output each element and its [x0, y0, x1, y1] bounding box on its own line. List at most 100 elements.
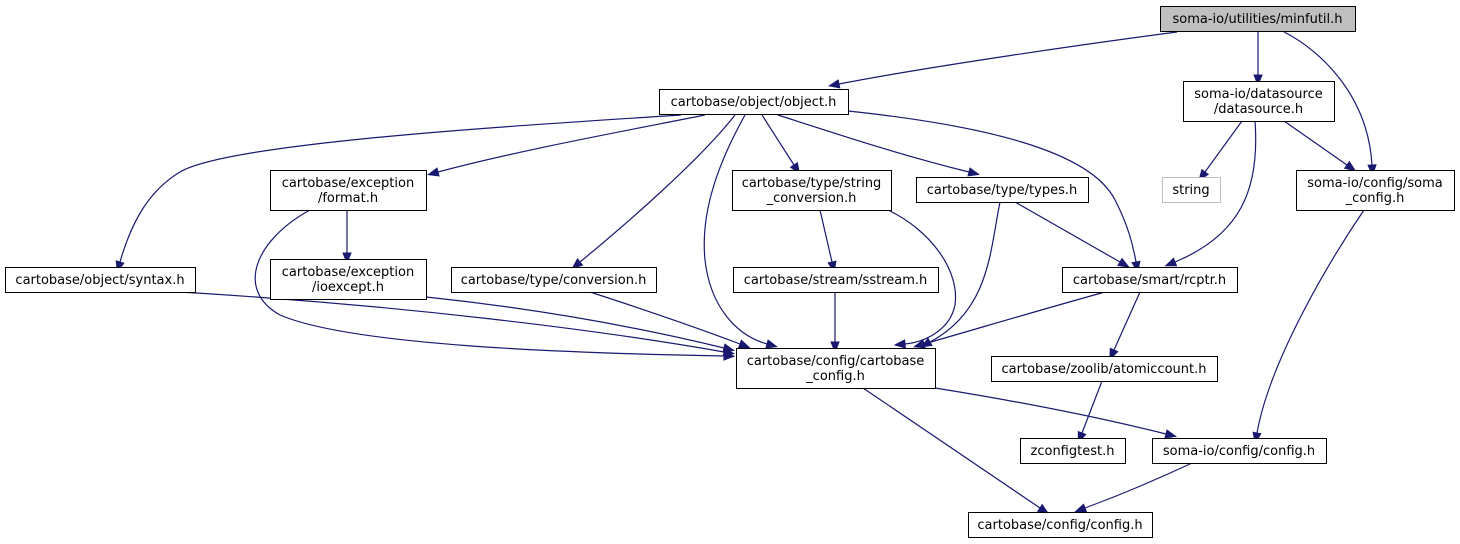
arrowhead-icon — [830, 341, 840, 354]
edge-line — [119, 114, 682, 263]
node-label: cartobase/exception — [282, 176, 414, 191]
edge-ioexcept-to-cbconfig — [425, 296, 736, 353]
node-label: _conversion.h — [766, 191, 857, 206]
edge-somaioconfig-to-cbconfigh — [1074, 462, 1193, 513]
node-somaconfig[interactable]: soma-io/config/soma_config.h — [1296, 170, 1455, 211]
edge-object-to-format — [427, 114, 706, 177]
node-box — [916, 177, 1089, 203]
node-label: cartobase/type/conversion.h — [461, 273, 647, 288]
edge-line — [1283, 31, 1373, 166]
edge-atomic-to-zconfig — [1077, 380, 1103, 444]
edge-line — [1014, 201, 1121, 263]
node-box — [5, 267, 196, 293]
arrowhead-icon — [827, 79, 841, 89]
edge-line — [579, 114, 736, 263]
node-label: cartobase/type/types.h — [927, 183, 1077, 198]
node-label: /datasource.h — [1214, 102, 1303, 117]
edge-datasource-to-string — [1198, 120, 1243, 182]
node-conversion[interactable]: cartobase/type/conversion.h — [451, 267, 657, 293]
node-box — [732, 170, 892, 211]
edge-object-to-cbconfig — [703, 114, 778, 349]
arrowhead-icon — [1343, 160, 1357, 172]
edge-minfutil-to-object — [827, 31, 1178, 89]
edge-datasource-to-somaconfig — [1283, 120, 1357, 172]
node-box — [1183, 81, 1335, 122]
node-box — [733, 267, 939, 293]
arrowhead-icon — [1117, 257, 1130, 268]
node-minfutil[interactable]: soma-io/utilities/minfutil.h — [1160, 6, 1356, 32]
node-box — [1296, 170, 1455, 211]
node-label: cartobase/smart/rcptr.h — [1073, 273, 1226, 288]
node-atomic[interactable]: cartobase/zoolib/atomiccount.h — [991, 356, 1218, 382]
node-box — [1162, 177, 1221, 203]
edge-line — [437, 114, 706, 173]
edge-rcptr-to-atomic — [1109, 291, 1141, 361]
arrowhead-icon — [1253, 74, 1263, 87]
arrowhead-icon — [722, 343, 736, 353]
node-ioexcept[interactable]: cartobase/exception/ioexcept.h — [270, 259, 427, 300]
node-stringconv[interactable]: cartobase/type/string_conversion.h — [732, 170, 892, 211]
edge-line — [179, 291, 725, 353]
edge-datasource-to-rcptr — [1164, 120, 1257, 267]
node-label: /ioexcept.h — [312, 280, 384, 295]
node-somaioconfig[interactable]: soma-io/config/config.h — [1152, 438, 1327, 464]
node-label: cartobase/exception — [282, 265, 414, 280]
edge-rcptr-to-cbconfig — [913, 291, 1106, 349]
node-box — [270, 259, 427, 300]
node-rcptr[interactable]: cartobase/smart/rcptr.h — [1062, 267, 1238, 293]
node-object[interactable]: cartobase/object/object.h — [659, 89, 849, 115]
node-zconfig[interactable]: zconfigtest.h — [1020, 438, 1126, 464]
edge-line — [254, 209, 725, 357]
arrowhead-icon — [967, 167, 980, 177]
edge-line — [1283, 120, 1348, 166]
edge-object-to-conversion — [571, 114, 736, 270]
node-types[interactable]: cartobase/type/types.h — [916, 177, 1089, 203]
edge-types-to-rcptr — [1014, 201, 1130, 268]
arrowhead-icon — [893, 339, 906, 349]
edge-line — [862, 387, 1041, 509]
edge-cbconfig-to-somaioconfig — [934, 387, 1177, 439]
node-sstream[interactable]: cartobase/stream/sstream.h — [733, 267, 939, 293]
edge-line — [777, 114, 970, 173]
edge-line — [1113, 291, 1141, 351]
node-label: cartobase/config/config.h — [977, 518, 1142, 533]
node-cbconfigh[interactable]: cartobase/config/config.h — [968, 512, 1153, 538]
edge-line — [929, 201, 1001, 343]
edge-line — [589, 291, 741, 345]
edge-line — [847, 110, 1137, 263]
edge-line — [1256, 209, 1365, 434]
node-cbconfig[interactable]: cartobase/config/cartobase_config.h — [736, 348, 936, 389]
node-box — [736, 348, 936, 389]
node-syntax[interactable]: cartobase/object/syntax.h — [5, 267, 196, 293]
arrowhead-icon — [1164, 429, 1177, 439]
node-datasource[interactable]: soma-io/datasource/datasource.h — [1183, 81, 1335, 122]
edge-object-to-stringconv — [761, 114, 801, 175]
edge-sstream-to-cbconfig — [830, 292, 840, 354]
edge-object-to-types — [777, 114, 980, 177]
arrowhead-icon — [342, 252, 352, 265]
edge-line — [1081, 380, 1103, 434]
edge-line — [934, 387, 1167, 435]
node-box — [659, 89, 849, 115]
edge-conversion-to-cbconfig — [589, 291, 751, 349]
arrowhead-icon — [571, 258, 584, 270]
edge-line — [819, 209, 833, 263]
edge-line — [1174, 120, 1257, 263]
edge-somaconfig-to-somaioconfig — [1252, 209, 1365, 445]
node-label: cartobase/type/string — [742, 176, 882, 191]
edge-line — [703, 114, 768, 345]
node-box — [1062, 267, 1238, 293]
node-box — [270, 170, 427, 211]
edge-line — [1204, 120, 1243, 173]
node-box — [991, 356, 1218, 382]
edge-line — [838, 31, 1178, 85]
node-label: soma-io/datasource — [1194, 87, 1322, 102]
node-format[interactable]: cartobase/exception/format.h — [270, 170, 427, 211]
edge-format-to-ioexcept — [342, 210, 352, 265]
node-box — [1020, 438, 1126, 464]
node-box — [451, 267, 657, 293]
nodes-layer: soma-io/utilities/minfutil.h cartobase/ob… — [5, 6, 1455, 538]
node-string[interactable]: string — [1162, 177, 1221, 203]
edge-stringconv-to-sstream — [819, 209, 837, 274]
node-label: cartobase/config/cartobase — [747, 354, 925, 369]
